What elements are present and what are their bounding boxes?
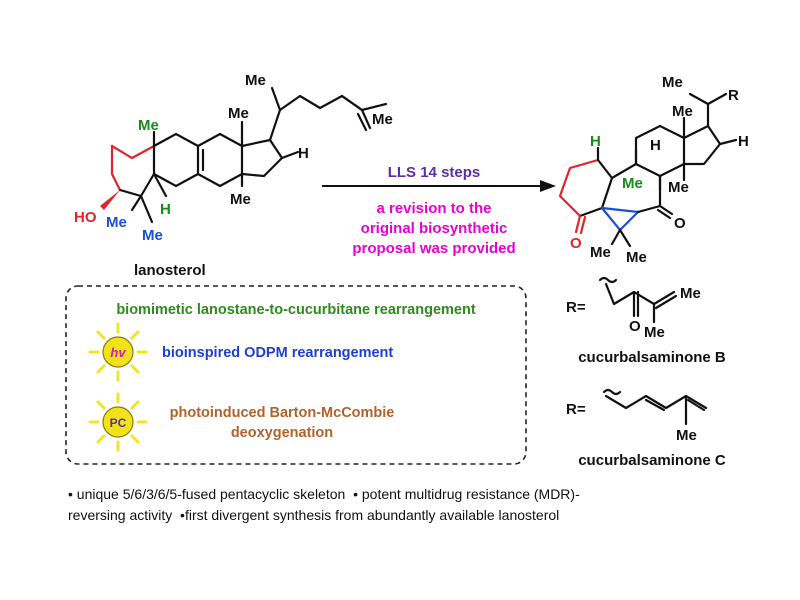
r-group-c-label: R= [566, 401, 586, 418]
pc-sun-icon: PC [88, 392, 148, 452]
arrow-bottom-line-1: a revision to the [376, 200, 491, 217]
r-group-b-label: R= [566, 299, 586, 316]
highlight-bullet-1: • unique 5/6/3/6/5-fused pentacyclic ske… [68, 486, 346, 502]
r-group-b-me-2: Me [644, 324, 665, 341]
product-h-8: H [650, 137, 661, 154]
lanosterol-structure: Me Me Me Me Me H H HO Me Me lanosterol [74, 72, 393, 279]
product-r: R [728, 87, 739, 104]
product-structure: Me R Me H H H Me Me O O Me Me [558, 74, 749, 266]
r-group-c-name: cucurbalsaminone C [578, 452, 726, 469]
lanosterol-me-10: Me [138, 117, 159, 134]
rearrangement-box: biomimetic lanostane-to-cucurbitane rear… [65, 285, 527, 465]
box-title: biomimetic lanostane-to-cucurbitane rear… [116, 302, 476, 318]
pc-icon-text: PC [110, 416, 127, 430]
highlight-1: unique 5/6/3/6/5-fused pentacyclic skele… [76, 486, 346, 502]
product-h-9: H [590, 133, 601, 150]
product-h-17: H [738, 133, 749, 150]
arrow-bottom-line-2: original biosynthetic [361, 220, 508, 237]
highlight-3: first divergent synthesis from abundantl… [184, 507, 560, 523]
product-o-ketone-2: O [674, 215, 686, 232]
product-me-13: Me [672, 103, 693, 120]
lanosterol-me-4b: Me [142, 227, 163, 244]
product-me-cp-1: Me [590, 244, 611, 261]
highlight-bullet-3: •first divergent synthesis from abundant… [180, 507, 560, 523]
lanosterol-h-5: H [160, 201, 171, 218]
r-group-c-me: Me [676, 427, 697, 444]
highlight-2b: reversing activity [68, 507, 173, 523]
hv-icon-text: hv [110, 345, 126, 360]
highlight-2: potent multidrug resistance (MDR)- [361, 486, 580, 502]
lanosterol-label: lanosterol [134, 262, 206, 279]
lanosterol-me-13: Me [228, 105, 249, 122]
hv-sun-icon: hv [88, 322, 148, 382]
highlight-bullet-2: • potent multidrug resistance (MDR)- [353, 486, 580, 502]
lanosterol-h-17: H [298, 145, 309, 162]
product-me-10: Me [622, 175, 643, 192]
box-item-2-line-2: deoxygenation [231, 425, 333, 441]
r-group-b-name: cucurbalsaminone B [578, 349, 726, 366]
lanosterol-me-14: Me [230, 191, 251, 208]
r-group-b-o: O [629, 318, 641, 335]
arrow-top-label: LLS 14 steps [388, 164, 481, 181]
lanosterol-me-4a: Me [106, 214, 127, 231]
lanosterol-me-side-1: Me [245, 72, 266, 89]
product-me-side: Me [662, 74, 683, 91]
lanosterol-me-side-2: Me [372, 111, 393, 128]
product-me-cp-2: Me [626, 249, 647, 266]
r-group-b: R= O Me Me cucurbalsaminone B [566, 276, 726, 366]
box-item-2-line-1: photoinduced Barton-McCombie [170, 405, 395, 421]
arrow-bottom-line-3: proposal was provided [352, 240, 515, 257]
r-group-c: R= Me cucurbalsaminone C [566, 388, 726, 469]
reaction-arrow: LLS 14 steps a revision to the original … [322, 164, 556, 257]
r-group-b-me-1: Me [680, 285, 701, 302]
highlights: • unique 5/6/3/6/5-fused pentacyclic ske… [68, 484, 748, 526]
product-o-ketone-1: O [570, 235, 582, 252]
product-me-14: Me [668, 179, 689, 196]
box-item-1: bioinspired ODPM rearrangement [162, 345, 393, 361]
lanosterol-ho: HO [74, 209, 97, 226]
